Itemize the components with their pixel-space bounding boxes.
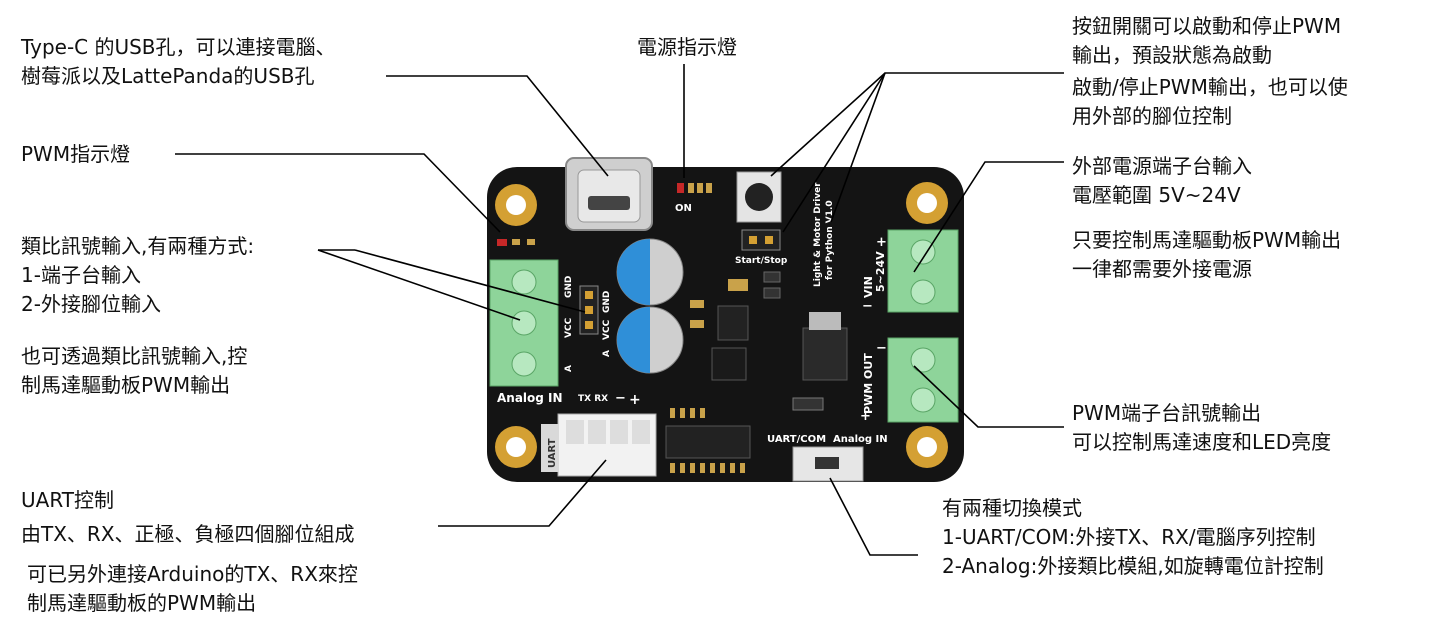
label-uart-line-1: UART控制 [21, 488, 114, 512]
usb-c-connector [565, 157, 653, 231]
uart-connector [557, 413, 657, 477]
board-a-vcc-gnd-label-2: VCC [602, 319, 612, 340]
label-ext-power-line-1: 外部電源端子台輸入 [1072, 154, 1252, 178]
label-ext-power-note: 只要控制馬達驅動板PWM輸出 一律都需要外接電源 [1072, 226, 1341, 284]
label-pwm-out-line-1: PWM端子台訊號輸出 [1072, 401, 1262, 425]
leader-usb [386, 75, 609, 177]
board-vin-range-label: 5~24V [874, 251, 887, 292]
label-startstop-line-2: 用外部的腳位控制 [1072, 104, 1232, 128]
label-uart-pins: 由TX、RX、正極、負極四個腳位組成 [21, 520, 355, 549]
label-analog-in-line-3: 2-外接腳位輸入 [21, 292, 161, 316]
leader-switch [829, 477, 918, 556]
power-led [677, 183, 684, 193]
label-button-line-2: 輸出，預設狀態為啟動 [1072, 43, 1272, 67]
label-usb-line-2: 樹莓派以及LattePanda的USB孔 [21, 64, 315, 88]
leader-pwm-out [913, 365, 1064, 428]
board-vcc-label: VCC [564, 317, 574, 338]
board-vin-label: VIN [862, 276, 875, 298]
board-a-label: A [564, 365, 574, 372]
label-pwm-led: PWM指示燈 [21, 140, 130, 169]
label-startstop: 啟動/停止PWM輸出，也可以使 用外部的腳位控制 [1072, 73, 1348, 131]
board-title-2: for Python V1.0 [825, 200, 835, 280]
label-analog-note-line-1: 也可透過類比訊號輸入,控 [21, 344, 248, 368]
label-uart-note-line-2: 制馬達驅動板的PWM輸出 [27, 591, 257, 615]
board-a-vcc-gnd-label-1: A [602, 350, 612, 357]
label-pwm-led-line-1: PWM指示燈 [21, 142, 131, 166]
label-usb: Type-C 的USB孔，可以連接電腦、 樹莓派以及LattePanda的USB… [21, 33, 336, 91]
label-button: 按鈕開關可以啟動和停止PWM 輸出，預設狀態為啟動 [1072, 12, 1341, 70]
board-gnd-label: GND [564, 276, 574, 298]
label-power-led-line-1: 電源指示燈 [637, 35, 737, 59]
board-analog-in-label: Analog IN [497, 391, 563, 405]
board-analog-in-sw-label: Analog IN [833, 434, 888, 445]
label-analog-note-line-2: 制馬達驅動板PWM輸出 [21, 373, 231, 397]
label-ext-power-note-line-2: 一律都需要外接電源 [1072, 257, 1252, 281]
diode [792, 397, 824, 411]
board-pwm-out-minus: − [876, 341, 887, 356]
analog-in-terminal [489, 259, 559, 387]
leader-button [770, 72, 1064, 177]
leader-ext-power [913, 161, 1064, 273]
label-uart-note: 可已另外連接Arduino的TX、RX來控 制馬達驅動板的PWM輸出 [27, 560, 358, 618]
leader-analog-3 [354, 249, 586, 313]
label-switch-line-1: 有兩種切換模式 [942, 496, 1082, 520]
board-vin-plus: + [876, 235, 887, 250]
mosfet [802, 312, 848, 381]
board-uart-plus: + [629, 392, 641, 408]
label-ext-power-line-2: 電壓範圍 5V~24V [1072, 183, 1241, 207]
label-analog-note: 也可透過類比訊號輸入,控 制馬達驅動板PWM輸出 [21, 342, 247, 400]
mode-switch [792, 446, 864, 482]
label-uart-note-line-1: 可已另外連接Arduino的TX、RX來控 [27, 562, 358, 586]
board-pwm-out-label: PWM OUT [862, 353, 875, 414]
label-pwm-out-line-2: 可以控制馬達速度和LED亮度 [1072, 430, 1332, 454]
label-analog-in-line-1: 類比訊號輸入,有兩種方式: [21, 234, 255, 258]
leader-button-3 [782, 72, 886, 233]
start-stop-header [741, 229, 781, 251]
leader-button-2 [830, 72, 886, 223]
board-pwm-out-plus: + [860, 409, 871, 424]
leader-analog-1 [317, 249, 521, 321]
label-power-led: 電源指示燈 [637, 33, 737, 62]
ic-chip-3 [665, 425, 751, 459]
label-uart-pins-line-1: 由TX、RX、正極、負極四個腳位組成 [21, 522, 355, 546]
label-analog-in-line-2: 1-端子台輸入 [21, 263, 141, 287]
board-uart-com-label: UART/COM [767, 434, 826, 445]
label-analog-in: 類比訊號輸入,有兩種方式: 1-端子台輸入 2-外接腳位輸入 [21, 232, 254, 319]
board-uart-minus: − [615, 391, 626, 406]
board-tx-rx-label: TX RX [578, 394, 608, 404]
label-uart: UART控制 [21, 486, 114, 515]
board-a-vcc-gnd-label-3: GND [602, 291, 612, 313]
pwm-led [497, 239, 507, 246]
board-title-1: Light & Motor Driver [813, 182, 823, 287]
leader-pwm-led [175, 153, 501, 233]
ic-chip-1 [717, 305, 749, 341]
board-on-label: ON [675, 203, 692, 214]
vin-terminal [887, 229, 959, 313]
mounting-hole-top-left [495, 184, 537, 226]
label-pwm-out: PWM端子台訊號輸出 可以控制馬達速度和LED亮度 [1072, 399, 1331, 457]
board-start-stop-label: Start/Stop [735, 256, 788, 266]
mounting-hole-top-right [906, 182, 948, 224]
capacitor-top [616, 238, 684, 306]
start-stop-button [736, 171, 782, 223]
label-switch-line-2: 1-UART/COM:外接TX、RX/電腦序列控制 [942, 525, 1316, 549]
board-vin-minus: − [862, 299, 873, 314]
board-uart-label: UART [547, 438, 558, 468]
ic-chip-2 [711, 347, 747, 381]
label-usb-line-1: Type-C 的USB孔，可以連接電腦、 [21, 35, 336, 59]
label-ext-power-note-line-1: 只要控制馬達驅動板PWM輸出 [1072, 228, 1342, 252]
crystal [728, 279, 748, 291]
label-switch: 有兩種切換模式 1-UART/COM:外接TX、RX/電腦序列控制 2-Anal… [942, 494, 1324, 581]
leader-uart [438, 459, 607, 527]
capacitor-bottom [616, 306, 684, 374]
label-ext-power: 外部電源端子台輸入 電壓範圍 5V~24V [1072, 152, 1252, 210]
mounting-hole-bottom-right [906, 426, 948, 468]
label-switch-line-3: 2-Analog:外接類比模組,如旋轉電位計控制 [942, 554, 1324, 578]
label-startstop-line-1: 啟動/停止PWM輸出，也可以使 [1072, 75, 1348, 99]
pwm-out-terminal [887, 337, 959, 423]
label-button-line-1: 按鈕開關可以啟動和停止PWM [1072, 14, 1342, 38]
mounting-hole-bottom-left [495, 426, 537, 468]
